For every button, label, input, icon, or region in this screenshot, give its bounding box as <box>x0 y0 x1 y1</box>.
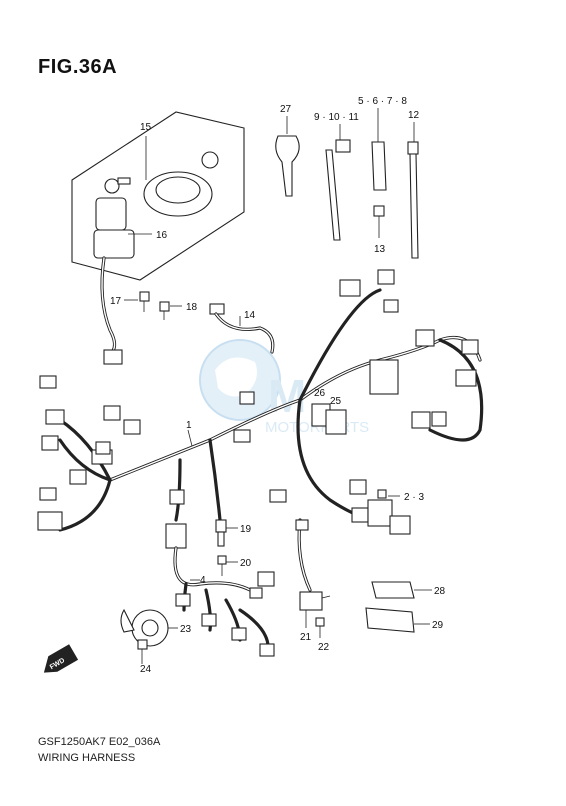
callout-27: 27 <box>280 104 292 115</box>
sensor-19 <box>215 519 238 547</box>
fwd-arrow-icon: FWD <box>43 644 79 673</box>
ignition-switch-set <box>71 111 245 365</box>
callout-23: 23 <box>180 624 192 635</box>
clamp-5-8 <box>371 108 387 191</box>
horn-23 <box>120 608 178 647</box>
bolt-18 <box>159 301 182 320</box>
callout-5-8: 5 · 6 · 7 · 8 <box>358 96 407 107</box>
callout-22: 22 <box>318 642 330 653</box>
switch-21 <box>295 518 331 628</box>
relay-25 <box>325 409 347 435</box>
callout-1: 1 <box>186 420 192 431</box>
main-wiring-harness <box>37 269 484 532</box>
sub-harness-4 <box>165 523 275 657</box>
callout-29: 29 <box>432 620 444 631</box>
callout-17: 17 <box>110 296 122 307</box>
figure-title: FIG.36A <box>38 56 118 78</box>
bolt-13 <box>373 205 385 238</box>
callout-13: 13 <box>374 244 386 255</box>
callout-12: 12 <box>408 110 420 121</box>
label-28 <box>371 581 432 599</box>
label-29 <box>365 607 430 633</box>
bolt-24 <box>137 639 148 664</box>
callout-24: 24 <box>140 664 152 675</box>
callout-2-3: 2 · 3 <box>404 492 424 503</box>
figure-name: WIRING HARNESS <box>38 752 136 764</box>
sensor-lead-14 <box>209 303 275 354</box>
callout-19: 19 <box>240 524 252 535</box>
key-27 <box>275 116 300 197</box>
callout-14: 14 <box>244 310 256 321</box>
fuse-box-2-3 <box>367 489 411 535</box>
callout-21: 21 <box>300 632 312 643</box>
callout-25: 25 <box>330 396 342 407</box>
figure-code: GSF1250AK7 E02_036A <box>38 736 161 748</box>
callout-15: 15 <box>140 122 152 133</box>
callout-28: 28 <box>434 586 446 597</box>
callout-20: 20 <box>240 558 252 569</box>
clamp-9-11 <box>325 124 351 241</box>
callout-26: 26 <box>314 388 326 399</box>
callout-9-11: 9 · 10 · 11 <box>314 112 359 123</box>
callout-18: 18 <box>186 302 198 313</box>
callout-16: 16 <box>156 230 168 241</box>
cable-tie-12 <box>407 122 419 259</box>
bolt-22 <box>315 617 325 638</box>
bolt-20 <box>217 555 238 576</box>
bolt-17 <box>124 291 150 312</box>
callout-4: 4 <box>200 575 206 586</box>
